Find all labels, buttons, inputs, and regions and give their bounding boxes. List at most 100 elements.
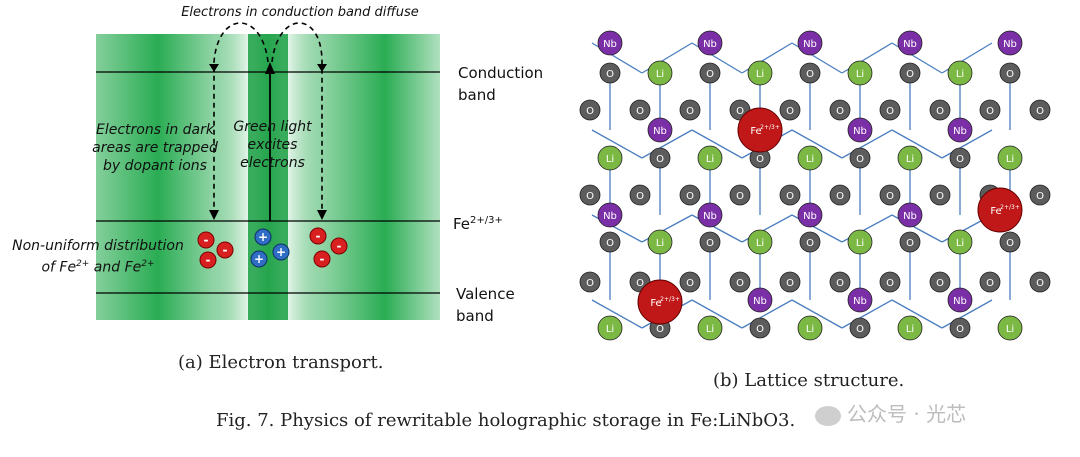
li-atom: Li	[947, 229, 973, 255]
o-label: O	[936, 106, 944, 117]
li-label: Li	[706, 324, 714, 335]
nb-label: Nb	[653, 126, 667, 137]
bond-line	[841, 299, 893, 329]
o-label: O	[856, 154, 864, 165]
o-atom: O	[1029, 99, 1051, 121]
o-label: O	[886, 191, 894, 202]
fe-dopant-label: Fe	[650, 298, 661, 309]
bond-line	[941, 129, 993, 159]
electron	[313, 250, 331, 268]
hole-sign: +	[258, 230, 268, 244]
electron	[330, 237, 348, 255]
o-atom: O	[949, 147, 971, 169]
o-label: O	[936, 278, 944, 289]
li-atom: Li	[597, 315, 623, 341]
electron-sign: -	[223, 243, 228, 257]
o-atom: O	[629, 184, 651, 206]
li-label: Li	[806, 154, 814, 165]
figure-caption: Fig. 7. Physics of rewritable holographi…	[216, 410, 796, 431]
bond-line	[841, 129, 893, 159]
nonuniform-line-2: of Fe2+ and Fe2+	[8, 255, 188, 277]
green-light-line-3: electrons	[240, 155, 305, 171]
o-atom: O	[779, 99, 801, 121]
green-light-note: Green light excites electrons	[225, 118, 320, 172]
bond-line	[791, 299, 843, 329]
li-atom: Li	[697, 315, 723, 341]
nb-atom: Nb	[697, 202, 723, 228]
li-atom: Li	[847, 229, 873, 255]
nb-atom: Nb	[797, 202, 823, 228]
li-label: Li	[1006, 324, 1014, 335]
o-atom: O	[599, 62, 621, 84]
band-word-2: band	[456, 307, 494, 325]
li-atom: Li	[897, 145, 923, 171]
hole-sign: +	[276, 245, 286, 259]
o-label: O	[606, 238, 614, 249]
wechat-icon	[815, 405, 841, 426]
fe-dopant-label: Fe	[990, 206, 1001, 217]
o-label: O	[706, 69, 714, 80]
o-atom: O	[629, 99, 651, 121]
o-label: O	[636, 106, 644, 117]
o-label: O	[806, 238, 814, 249]
nb-label: Nb	[753, 296, 767, 307]
o-atom: O	[1029, 184, 1051, 206]
o-atom: O	[679, 184, 701, 206]
o-atom: O	[749, 317, 771, 339]
electron-sign: -	[320, 252, 325, 266]
o-atom: O	[729, 271, 751, 293]
li-atom: Li	[897, 315, 923, 341]
li-atom: Li	[797, 315, 823, 341]
li-atom: Li	[647, 229, 673, 255]
arrowhead-left-bottom	[209, 210, 219, 220]
o-label: O	[886, 106, 894, 117]
hole-sign: +	[254, 252, 264, 266]
o-label: O	[1036, 191, 1044, 202]
fe-valence-sup: 2+/3+	[470, 215, 503, 226]
fe-dopant-sup: 2+/3+	[760, 124, 780, 131]
o-atom: O	[929, 99, 951, 121]
li-atom: Li	[997, 315, 1023, 341]
o-label: O	[786, 191, 794, 202]
bond-line	[691, 129, 743, 159]
o-label: O	[986, 106, 994, 117]
nb-label: Nb	[953, 296, 967, 307]
o-atom: O	[579, 184, 601, 206]
o-atom: O	[879, 184, 901, 206]
li-label: Li	[906, 154, 914, 165]
o-atom: O	[879, 99, 901, 121]
nb-atom: Nb	[997, 30, 1023, 56]
watermark-text: 公众号 · 光芯	[847, 402, 967, 426]
nb-label: Nb	[1003, 39, 1017, 50]
bond-line	[591, 299, 643, 329]
conduction-word: Conduction	[458, 64, 544, 82]
o-label: O	[906, 69, 914, 80]
electron-transport-panel: Electrons in conduction band diffuse	[0, 0, 560, 373]
li-atom: Li	[747, 229, 773, 255]
nb-atom: Nb	[747, 287, 773, 313]
o-label: O	[586, 278, 594, 289]
bond-line	[791, 129, 843, 159]
o-label: O	[936, 191, 944, 202]
arrowhead-left-top	[209, 64, 219, 72]
o-label: O	[786, 278, 794, 289]
hole-cluster-center	[250, 228, 290, 268]
o-label: O	[886, 278, 894, 289]
o-atom: O	[879, 271, 901, 293]
li-label: Li	[856, 69, 864, 80]
o-atom: O	[799, 231, 821, 253]
o-label: O	[686, 278, 694, 289]
bright-fringe-center	[248, 34, 288, 320]
nb-label: Nb	[603, 39, 617, 50]
o-label: O	[1036, 278, 1044, 289]
electron-sign: -	[316, 229, 321, 243]
dark-trap-line-2: areas are trapped	[92, 140, 218, 156]
nb-atom: Nb	[797, 30, 823, 56]
bond-line	[741, 299, 793, 329]
dopant-level-label: Fe2+/3+	[453, 210, 503, 235]
li-atom: Li	[847, 60, 873, 86]
nb-atom: Nb	[597, 30, 623, 56]
electron	[216, 241, 234, 259]
